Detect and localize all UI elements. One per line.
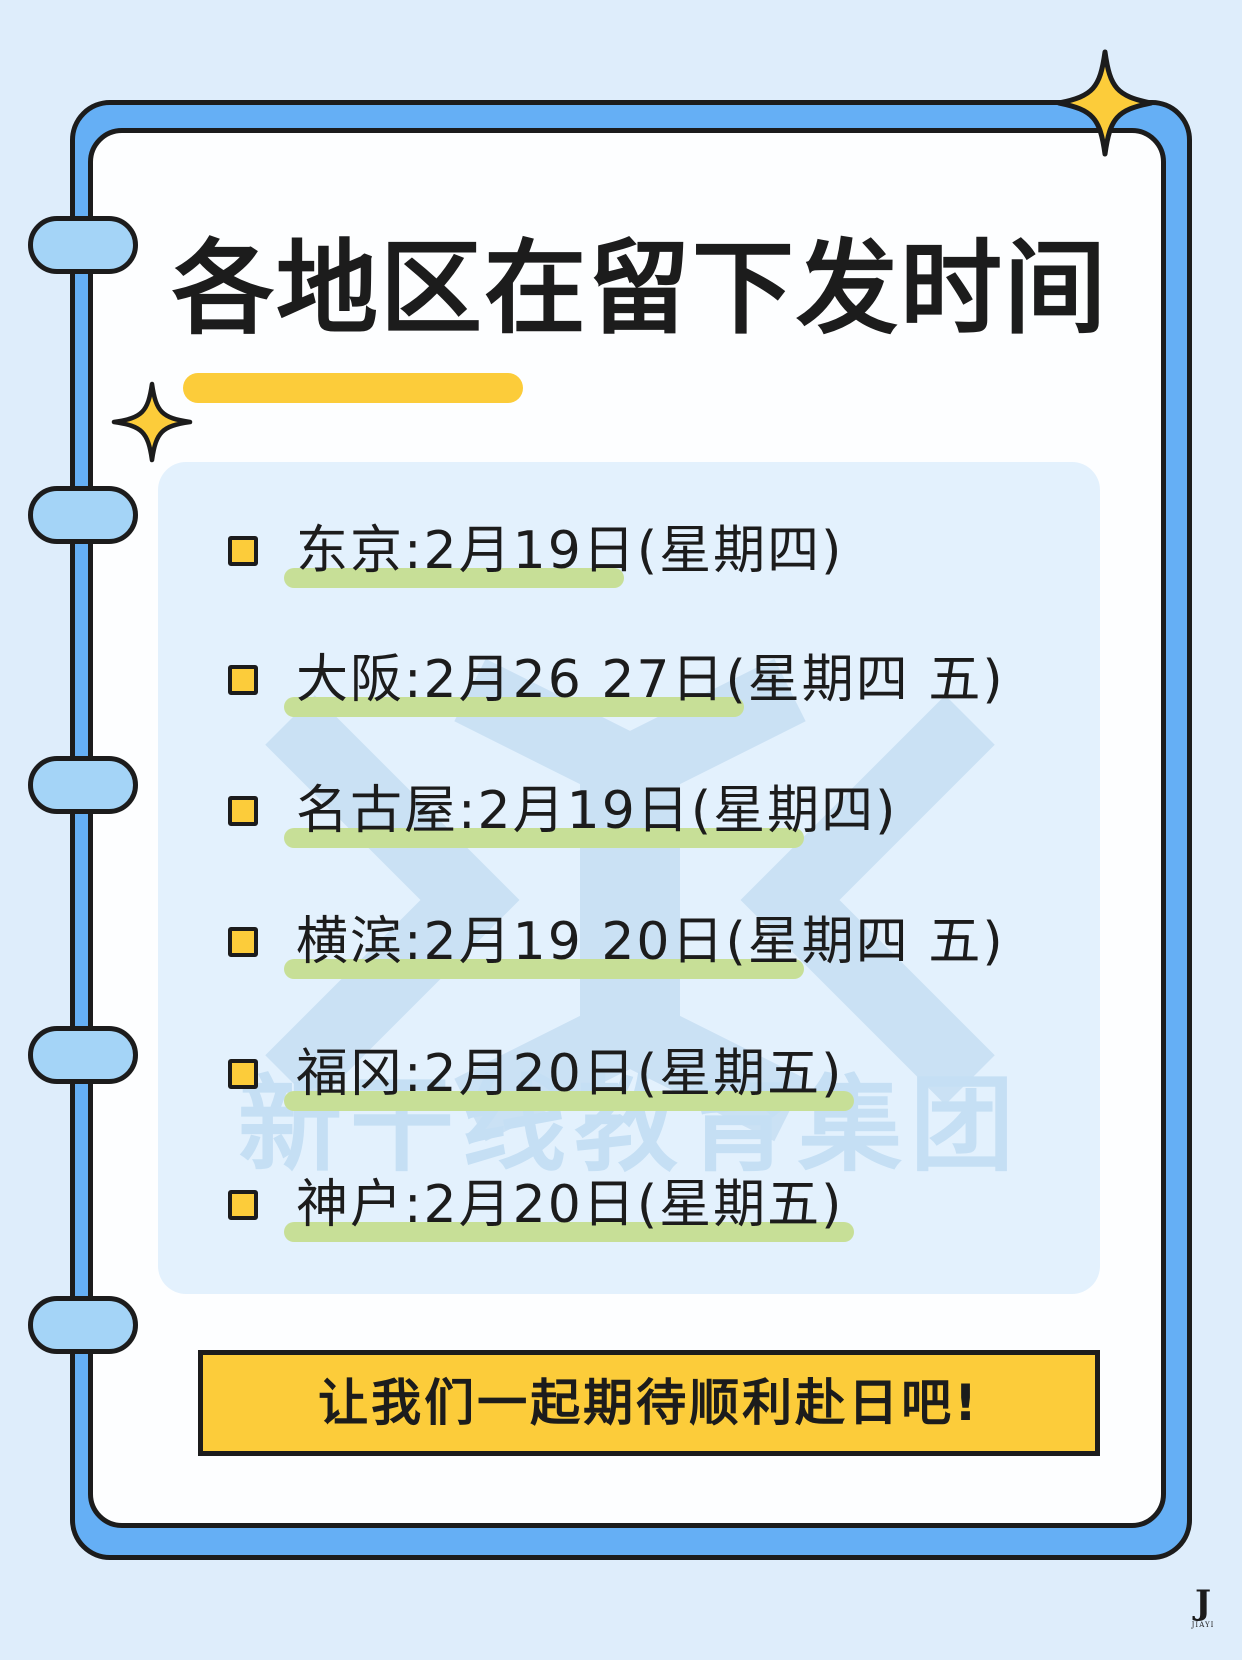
checkbox-bullet-icon xyxy=(228,796,258,826)
text-highlight xyxy=(284,697,744,717)
city-name: 名古屋 xyxy=(296,781,459,841)
logo-subtext: JIAYI xyxy=(1191,1621,1215,1629)
schedule-entry: 横滨:2月19 20日(星期四 五) xyxy=(296,912,1005,972)
city-name: 横滨 xyxy=(296,912,405,972)
sparkle-icon xyxy=(111,381,193,463)
schedule-entry: 福冈:2月20日(星期五) xyxy=(296,1044,844,1104)
binder-ring xyxy=(28,1296,138,1354)
binder-ring xyxy=(28,1026,138,1084)
schedule-entry: 名古屋:2月19日(星期四) xyxy=(296,781,898,841)
release-date: 2月20日 xyxy=(423,1044,637,1104)
city-name: 神户 xyxy=(296,1175,405,1235)
schedule-entry: 东京:2月19日(星期四) xyxy=(296,521,844,581)
text-highlight xyxy=(284,1091,854,1111)
page-title: 各地区在留下发时间 xyxy=(172,230,1108,349)
weekday: (星期四) xyxy=(636,521,844,581)
checkbox-bullet-icon xyxy=(228,665,258,695)
weekday: (星期四 五) xyxy=(725,912,1005,972)
release-date: 2月19 20日 xyxy=(423,912,726,972)
weekday: (星期四 五) xyxy=(725,650,1005,710)
checkbox-bullet-icon xyxy=(228,1059,258,1089)
text-highlight xyxy=(284,1222,854,1242)
text-highlight xyxy=(284,828,804,848)
checkbox-bullet-icon xyxy=(228,1190,258,1220)
weekday: (星期五) xyxy=(636,1175,844,1235)
binder-ring xyxy=(28,756,138,814)
schedule-entry: 大阪:2月26 27日(星期四 五) xyxy=(296,650,1005,710)
schedule-entry: 神户:2月20日(星期五) xyxy=(296,1175,844,1235)
release-date: 2月20日 xyxy=(423,1175,637,1235)
brand-logo: J JIAYI xyxy=(1180,1585,1226,1631)
logo-mark: J xyxy=(1194,1583,1212,1623)
city-name: 大阪 xyxy=(296,650,405,710)
closing-banner: 让我们一起期待顺利赴日吧! xyxy=(198,1350,1100,1456)
binder-ring xyxy=(28,486,138,544)
weekday: (星期五) xyxy=(636,1044,844,1104)
checkbox-bullet-icon xyxy=(228,536,258,566)
release-date: 2月26 27日 xyxy=(423,650,726,710)
binder-ring xyxy=(28,216,138,274)
city-name: 福冈 xyxy=(296,1044,405,1104)
release-date: 2月19日 xyxy=(477,781,691,841)
sparkle-icon xyxy=(1056,49,1154,157)
watermark-text: 新干线教育集团 xyxy=(237,1064,1022,1186)
title-underline xyxy=(183,373,523,403)
city-name: 东京 xyxy=(296,521,405,581)
text-highlight xyxy=(284,568,624,588)
text-highlight xyxy=(284,959,804,979)
weekday: (星期四) xyxy=(690,781,898,841)
checkbox-bullet-icon xyxy=(228,927,258,957)
release-date: 2月19日 xyxy=(423,521,637,581)
